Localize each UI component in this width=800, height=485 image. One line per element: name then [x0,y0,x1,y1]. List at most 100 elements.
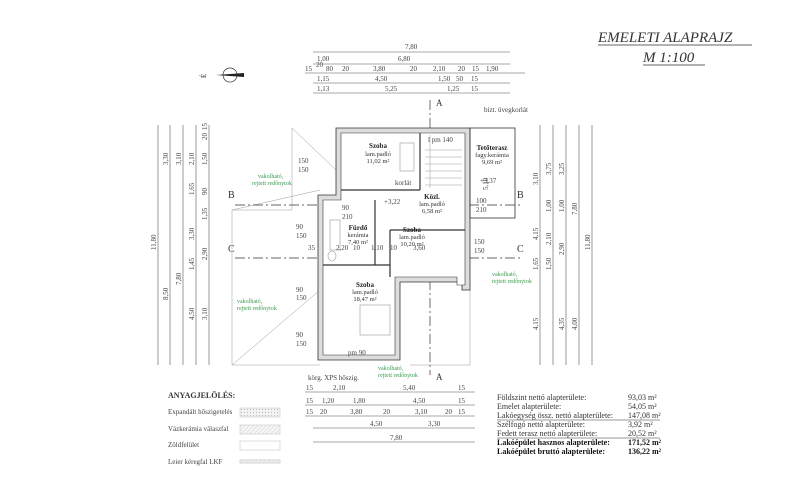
stair-note: l pm 140 [428,136,453,144]
room-floor: lam.padló [399,234,425,241]
dim-label: 11,80 [150,234,158,250]
room-floor: kerámia [348,232,369,239]
insulation-note: körg. XPS hőszig. [308,374,359,382]
dim-label: 15 [306,408,314,416]
room-label-bedroom-3: Szoba lam.padló 18,47 m² [352,281,378,303]
room-name: Közl. [424,193,440,201]
dim-label: 35 [308,244,316,252]
shutter-note: vakolható, [237,299,263,305]
dim-label: 15 [306,397,314,405]
room-area: 18,47 m² [353,296,376,303]
dim-label: 90 [296,286,304,294]
dim-label: 3,10 [201,307,209,320]
shutter-note: rejtett redőnytok [252,181,292,187]
area-label: Földszint nettó alapterülete: [497,393,586,402]
room-label-bathroom: Fürdő kerámia 7,40 m² [348,224,369,246]
dim-label: 5,40 [403,384,416,392]
dim-label: 2,20 [336,244,349,252]
dim-label: 5,25 [385,85,398,93]
dim-label: 3,30 [162,152,170,165]
dim-label: 2,10 [333,384,346,392]
room-area: 6,58 m² [422,208,442,215]
dim-label: 8,50 [162,287,170,300]
area-value: 93,03 m² [628,393,657,402]
dim-label: 150 [296,294,307,302]
shutter-note: rejtett redőnytok [378,373,418,379]
dim-label: 3,60 [413,244,426,252]
dim-label: 3,30 [188,227,196,240]
dim-label: 2,10 [188,152,196,165]
area-value: 171,52 m² [628,438,662,447]
dim-label: 3,80 [373,65,386,73]
dim-label: 1,65 [188,182,196,195]
dim-label: 90 [296,331,304,339]
dim-label: 1,25 [447,85,460,93]
material-legend: ANYAGJELÖLÉS: Expandált hőszigetelés Váz… [168,390,281,466]
room-label-bedroom-1: Szoba lam.padló 11,02 m² [365,142,391,165]
shutter-note: rejtett redőnytok [492,279,532,285]
room-name: Szoba [403,226,421,234]
dim-label: 2,90 [558,242,566,255]
level-mark: +3,37 [480,177,497,185]
shutter-note: vakolható, [258,174,284,180]
dim-label: 20 [445,408,453,416]
legend-label: Expandált hőszigetelés [168,408,233,416]
level-mark: +3,22 [384,198,401,206]
dim-label: 150 [296,232,307,240]
legend-swatch-green [239,440,281,451]
area-value: 20,52 m² [628,429,657,438]
shutter-note: vakolható, [492,272,518,278]
dim-label: 1,90 [486,65,499,73]
legend-title: ANYAGJELÖLÉS: [168,390,235,400]
room-area: 9,69 m² [482,159,502,166]
section-c-label: C [517,244,524,255]
bed-icon [359,304,391,336]
dim-label: 150 [296,340,307,348]
dim-label: 15 [458,397,466,405]
dim-label: 3,80 [350,408,363,416]
dim-label: 4,00 [571,317,579,330]
roof-outline [231,127,471,366]
room-floor: lam.padló [352,289,378,296]
dim-label: 3,10 [175,152,183,165]
dim-label: 4,50 [413,397,426,405]
dim-label: 10 [353,244,361,252]
window-note: pm 90 [348,349,366,357]
area-value: 147,08 m² [628,411,661,420]
dim-label: 4,15 [532,227,540,240]
north-arrow-icon: É [200,67,244,83]
dim-label: 7,80 [390,434,403,442]
room-label-bedroom-2: Szoba lam.padló 10,20 m² [399,226,425,248]
dim-label: 210 [342,213,353,221]
dim-label: 80 [326,65,334,73]
dim-label: 1,20 [322,397,335,405]
dim-label: 1,50 [201,152,209,165]
room-label-hall: Közl. lam.padló 6,58 m² [419,193,445,215]
dim-label: 100 [476,197,487,205]
dim-label: 3,30 [428,420,441,428]
dim-label: 2,10 [545,232,553,245]
dim-label: 50 [456,75,464,83]
dim-label: 90 [201,188,209,196]
area-label: Fedett terasz nettó alapterülete: [497,429,597,438]
dim-label: 15 [471,75,479,83]
room-floor: lam.padló [419,201,445,208]
room-area: 10,20 m² [400,241,423,248]
dim-label: 6,80 [398,55,411,63]
dim-label: 150 [474,238,485,246]
drawing-scale: M 1:100 [642,50,695,66]
dim-label: 210 [476,206,487,214]
legend-label: Vázkerámia válaszfal [168,425,228,433]
room-name: Szoba [356,281,374,289]
dim-label: 4,50 [375,75,388,83]
left-dimensions: 11,80 8,50 3,30 7,80 3,10 4,50 1,45 3,30… [150,123,210,365]
room-floor: fagy.kerámia [475,152,509,159]
dim-label: 3,10 [532,172,540,185]
section-c-label: C [228,244,235,255]
drawing-title: EMELETI ALAPRAJZ [597,30,733,46]
north-label: É [200,74,208,78]
area-table: Földszint nettó alapterülete: 93,03 m² E… [497,393,662,456]
dim-label: 1,00 [558,199,566,212]
railing-label: korlát [395,179,411,187]
dim-label: 150 [298,157,309,165]
